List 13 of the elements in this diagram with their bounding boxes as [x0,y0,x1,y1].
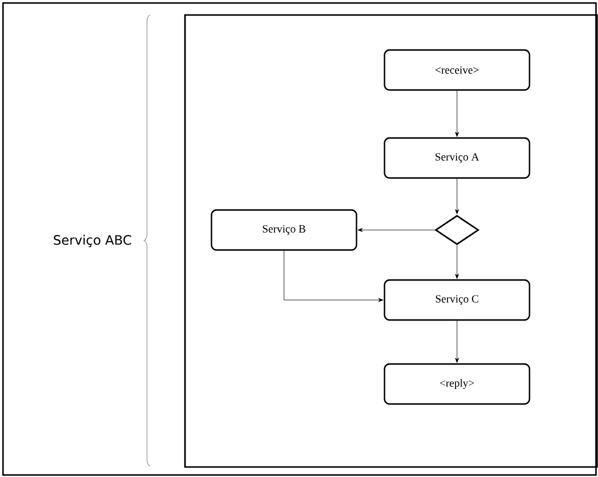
process-box: <receive> [384,49,530,91]
arrow [455,90,459,137]
arrow [455,245,459,279]
arrow [455,320,459,363]
process-box: Serviço C [384,279,530,321]
process-box: Serviço A [384,137,530,179]
arrow [455,178,459,214]
brace-label: Serviço ABC [54,234,132,248]
arrow [284,250,384,302]
process-box: <reply> [384,363,530,405]
container-box [184,14,598,468]
process-box: Serviço B [210,209,358,251]
arrow [358,228,435,232]
